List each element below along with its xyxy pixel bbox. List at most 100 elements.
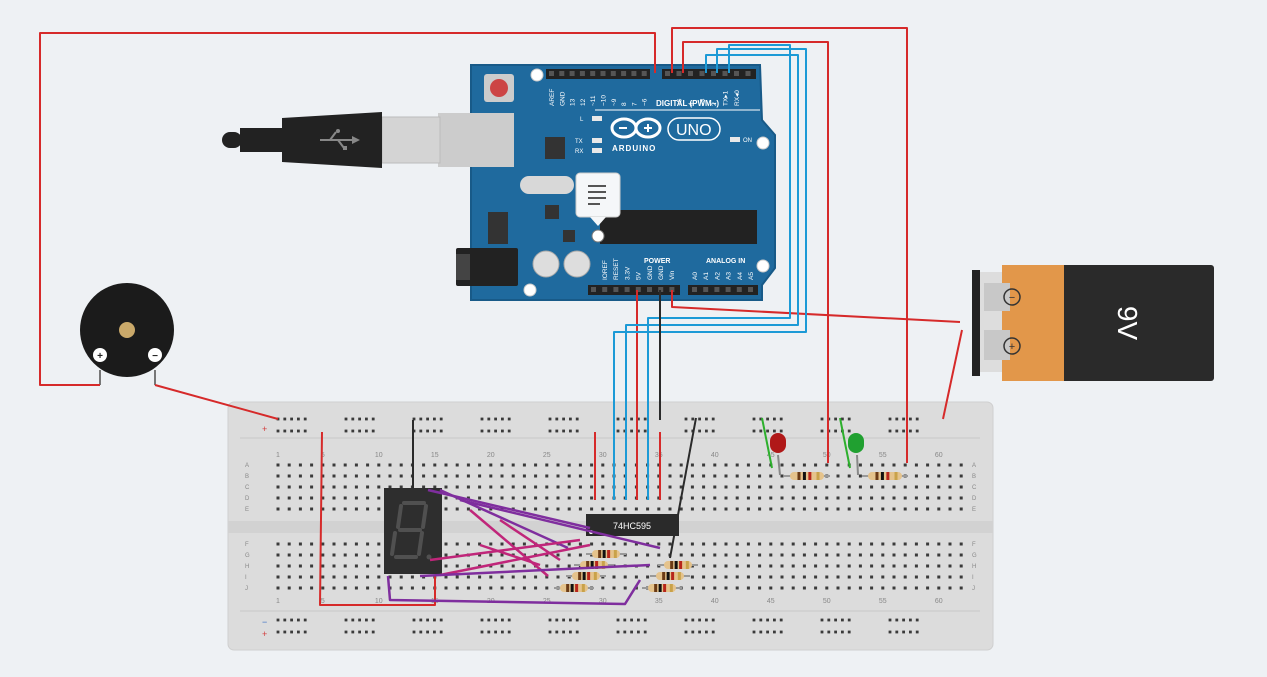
breadboard-hole[interactable]	[657, 542, 661, 546]
breadboard-hole[interactable]	[590, 542, 594, 546]
rail-hole[interactable]	[283, 618, 287, 622]
breadboard-hole[interactable]	[769, 586, 773, 590]
rail-hole[interactable]	[358, 429, 361, 433]
breadboard-hole[interactable]	[354, 564, 358, 568]
breadboard-hole[interactable]	[735, 485, 739, 489]
breadboard-hole[interactable]	[758, 586, 762, 590]
rail-hole[interactable]	[630, 630, 633, 634]
breadboard-hole[interactable]	[422, 463, 426, 467]
rail-hole[interactable]	[351, 630, 355, 634]
rail-hole[interactable]	[643, 417, 647, 421]
breadboard-hole[interactable]	[332, 463, 336, 467]
breadboard-hole[interactable]	[948, 586, 952, 590]
note-icon[interactable]	[575, 172, 621, 226]
breadboard-hole[interactable]	[959, 586, 963, 590]
breadboard-hole[interactable]	[780, 553, 784, 557]
breadboard-hole[interactable]	[276, 507, 280, 511]
breadboard-hole[interactable]	[545, 496, 549, 500]
breadboard-hole[interactable]	[276, 553, 280, 557]
breadboard-hole[interactable]	[298, 542, 302, 546]
breadboard-hole[interactable]	[455, 542, 459, 546]
breadboard-hole[interactable]	[814, 564, 818, 568]
breadboard-hole[interactable]	[679, 463, 683, 467]
breadboard-hole[interactable]	[478, 553, 482, 557]
breadboard-hole[interactable]	[702, 463, 706, 467]
rail-hole[interactable]	[711, 429, 715, 433]
breadboard-hole[interactable]	[343, 485, 347, 489]
resistor[interactable]	[642, 584, 682, 592]
breadboard-hole[interactable]	[534, 575, 538, 579]
rail-hole[interactable]	[834, 417, 837, 421]
breadboard-hole[interactable]	[366, 496, 370, 500]
breadboard-hole[interactable]	[511, 463, 515, 467]
breadboard-hole[interactable]	[870, 564, 874, 568]
breadboard-hole[interactable]	[746, 496, 750, 500]
breadboard-hole[interactable]	[668, 496, 672, 500]
breadboard-hole[interactable]	[948, 553, 952, 557]
rail-hole[interactable]	[888, 429, 892, 433]
breadboard-hole[interactable]	[724, 575, 728, 579]
wire-blue-1[interactable]	[625, 54, 799, 500]
rail-hole[interactable]	[351, 429, 355, 433]
breadboard-hole[interactable]	[881, 507, 885, 511]
resistor[interactable]	[650, 572, 690, 580]
breadboard-hole[interactable]	[623, 542, 627, 546]
rail-hole[interactable]	[433, 417, 436, 421]
breadboard-hole[interactable]	[881, 542, 885, 546]
breadboard-hole[interactable]	[287, 586, 291, 590]
breadboard-hole[interactable]	[892, 575, 896, 579]
breadboard-hole[interactable]	[623, 575, 627, 579]
breadboard-hole[interactable]	[556, 496, 560, 500]
rail-hole[interactable]	[351, 618, 355, 622]
breadboard-hole[interactable]	[343, 564, 347, 568]
rail-hole[interactable]	[711, 630, 715, 634]
breadboard-hole[interactable]	[914, 575, 918, 579]
rail-hole[interactable]	[303, 429, 307, 433]
breadboard-hole[interactable]	[276, 542, 280, 546]
rail-hole[interactable]	[290, 417, 293, 421]
rail-hole[interactable]	[909, 618, 912, 622]
breadboard-hole[interactable]	[276, 575, 280, 579]
breadboard-hole[interactable]	[825, 463, 829, 467]
breadboard-hole[interactable]	[758, 507, 762, 511]
rail-hole[interactable]	[569, 618, 572, 622]
breadboard-hole[interactable]	[287, 496, 291, 500]
rail-hole[interactable]	[888, 417, 892, 421]
rail-hole[interactable]	[773, 417, 776, 421]
breadboard-hole[interactable]	[310, 586, 314, 590]
rail-hole[interactable]	[643, 429, 647, 433]
breadboard-hole[interactable]	[444, 542, 448, 546]
breadboard-hole[interactable]	[802, 485, 806, 489]
breadboard-hole[interactable]	[634, 507, 638, 511]
resistor[interactable]	[586, 550, 626, 558]
breadboard-hole[interactable]	[377, 496, 381, 500]
breadboard-hole[interactable]	[388, 485, 392, 489]
breadboard-hole[interactable]	[422, 485, 426, 489]
breadboard-hole[interactable]	[858, 496, 862, 500]
breadboard-hole[interactable]	[802, 463, 806, 467]
breadboard-hole[interactable]	[825, 564, 829, 568]
seven-segment-display[interactable]	[384, 488, 442, 574]
breadboard-hole[interactable]	[690, 507, 694, 511]
breadboard-hole[interactable]	[758, 542, 762, 546]
breadboard-hole[interactable]	[646, 507, 650, 511]
breadboard-hole[interactable]	[948, 507, 952, 511]
rail-hole[interactable]	[344, 618, 348, 622]
rail-hole[interactable]	[494, 429, 497, 433]
breadboard-hole[interactable]	[758, 485, 762, 489]
rail-hole[interactable]	[827, 630, 831, 634]
breadboard-hole[interactable]	[679, 474, 683, 478]
breadboard-hole[interactable]	[713, 542, 717, 546]
breadboard-hole[interactable]	[567, 507, 571, 511]
wire-seg-h[interactable]	[419, 563, 651, 578]
breadboard-hole[interactable]	[646, 553, 650, 557]
breadboard-hole[interactable]	[814, 586, 818, 590]
breadboard-hole[interactable]	[455, 507, 459, 511]
rail-hole[interactable]	[684, 429, 688, 433]
breadboard-hole[interactable]	[814, 496, 818, 500]
resistor[interactable]	[784, 472, 830, 480]
rail-hole[interactable]	[487, 429, 491, 433]
breadboard-hole[interactable]	[522, 474, 526, 478]
rail-hole[interactable]	[419, 618, 423, 622]
rail-hole[interactable]	[569, 429, 572, 433]
